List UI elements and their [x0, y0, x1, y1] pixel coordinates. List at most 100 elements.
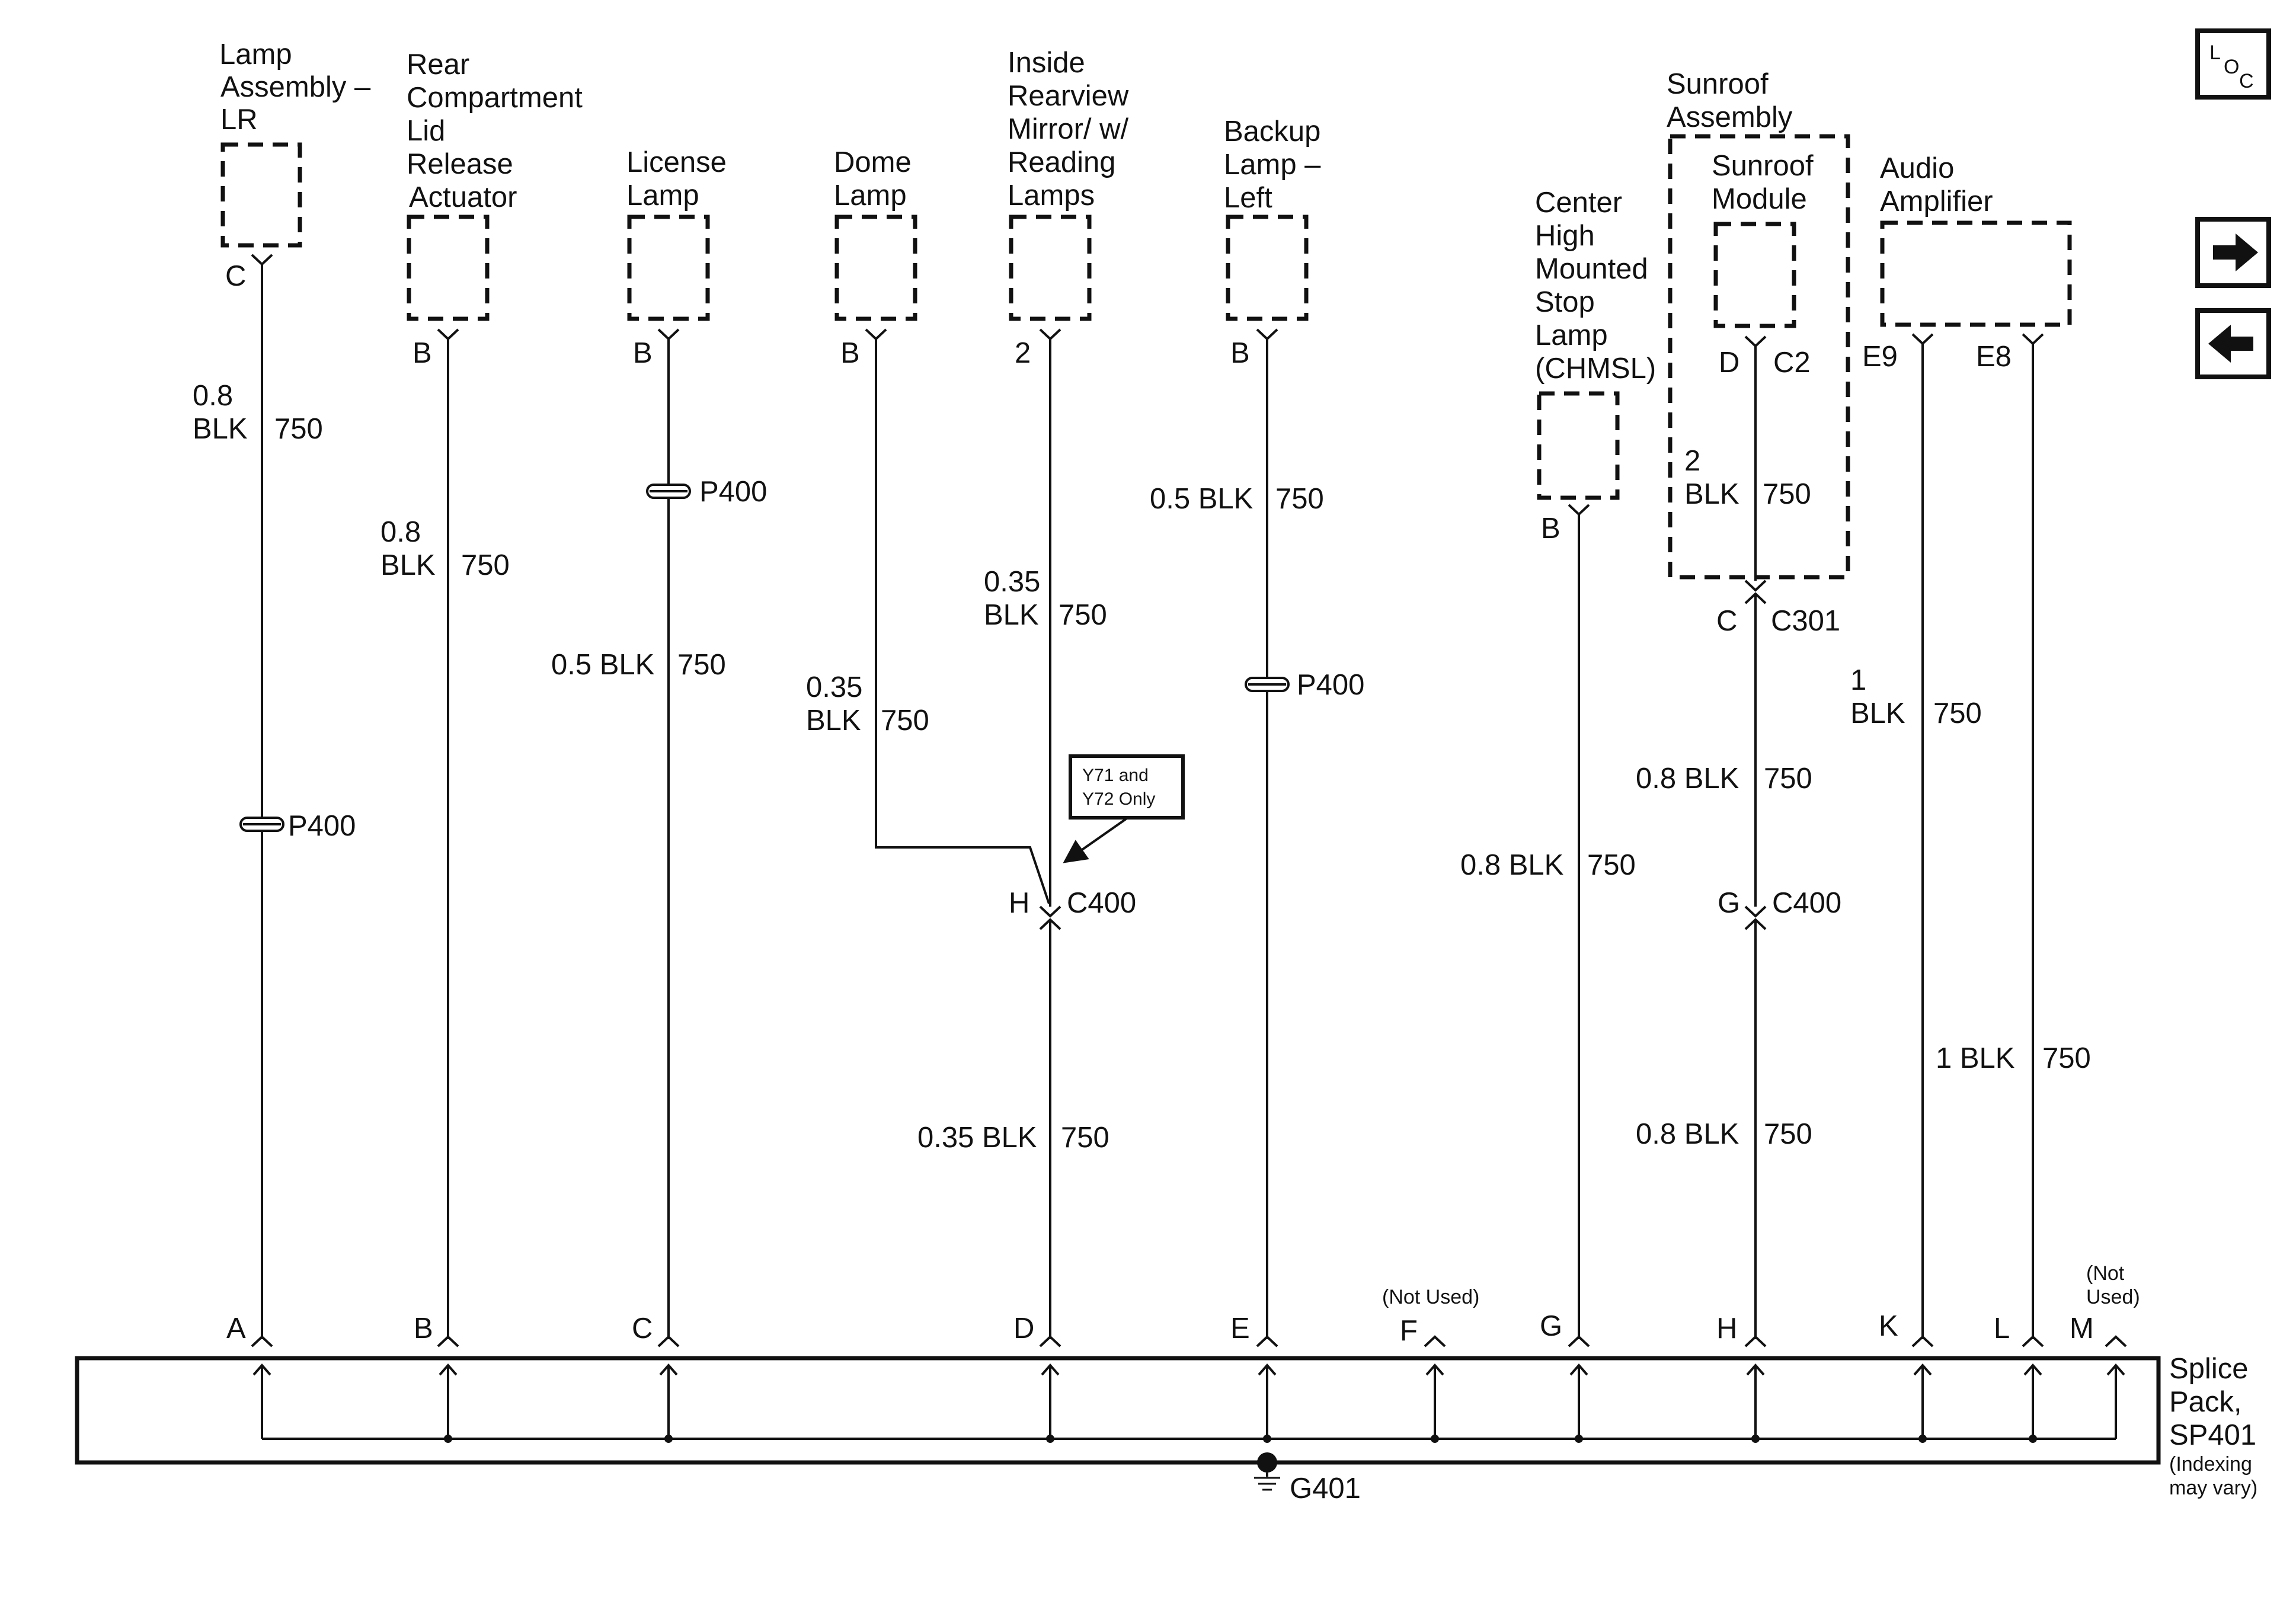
splice-pin-label-f: F [1400, 1315, 1418, 1347]
mirror-label: Inside Rearview Mirror/ w/ Reading Lamps [1008, 47, 1137, 212]
c400-label-sunroof: C400 [1772, 887, 1841, 919]
wire-license-lamp [657, 328, 680, 1339]
wire-label-sunroof-lower: 0.8 BLK 750 [1636, 1118, 1812, 1150]
ground-label: G401 [1290, 1473, 1361, 1505]
c301-pin-sunroof: C [1716, 605, 1737, 637]
not-used-f: (Not Used) [1382, 1286, 1479, 1308]
wire-dome-lamp [865, 328, 1050, 904]
splice-pin-e [1256, 1335, 1278, 1439]
splice-pin-label-c: C [632, 1313, 653, 1345]
svg-text:O: O [2224, 56, 2239, 78]
audio-amplifier-label: Audio Amplifier [1880, 152, 1993, 217]
wire-label-mirror-lower: 0.35 BLK 750 [917, 1122, 1109, 1154]
splice-pin-label-e: E [1230, 1313, 1250, 1345]
splice-pin-g [1568, 1335, 1590, 1439]
splice-pin-label-h: H [1716, 1313, 1737, 1345]
splice-pin-label-d: D [1013, 1313, 1034, 1345]
lamp-lr-box [220, 142, 302, 248]
c301-label: C301 [1771, 605, 1840, 637]
pin-license-lamp: B [633, 337, 653, 369]
arrow-left-icon[interactable] [2195, 308, 2271, 379]
wire-label-chmsl: 0.8 BLK 750 [1460, 849, 1636, 881]
inline-connector-p400-lamp-lr [239, 817, 284, 832]
pin-dome-lamp: B [840, 337, 860, 369]
wire-label-license: 0.5 BLK 750 [551, 649, 726, 681]
wire-label-audio-e8: 1 BLK 750 [1936, 1042, 2091, 1074]
dome-lamp-box [834, 215, 917, 321]
wire-rear-lid [437, 328, 459, 1339]
splice-pin-k [1911, 1335, 1934, 1439]
splice-pin-label-g: G [1540, 1310, 1562, 1342]
splice-pin-b [437, 1335, 459, 1439]
pin-mirror: 2 [1015, 337, 1031, 369]
splice-pin-f [1424, 1335, 1446, 1439]
not-used-m: (Not Used) [2086, 1262, 2140, 1308]
wire-lamp-lr [251, 254, 273, 1339]
splice-pin-a [251, 1335, 273, 1439]
c400-pin-sunroof: G [1718, 887, 1740, 919]
pin-audio-e8: E8 [1976, 341, 2012, 373]
c400-label-mirror: C400 [1067, 887, 1136, 919]
chmsl-label: Center High Mounted Stop Lamp (CHMSL) [1535, 187, 1656, 385]
wire-label-sunroof-middle: 0.8 BLK 750 [1636, 763, 1812, 795]
pin-chmsl: B [1541, 513, 1560, 545]
sunroof-assembly-label: Sunroof Assembly [1667, 68, 1793, 133]
rear-lid-box [407, 215, 490, 321]
svg-text:C: C [2239, 70, 2254, 92]
backup-lamp-box [1226, 215, 1309, 321]
splice-pin-c [657, 1335, 680, 1439]
ground-symbol [1254, 1452, 1280, 1491]
license-lamp-label: License Lamp [626, 146, 735, 212]
splice-pack-title: Splice Pack, SP401 [2169, 1353, 2256, 1451]
sunroof-module-label: Sunroof Module [1712, 150, 1821, 215]
wire-audio-e8 [2022, 333, 2044, 1339]
svg-text:L: L [2209, 41, 2221, 64]
wire-backup-lamp [1256, 328, 1278, 1339]
pin-audio-e9: E9 [1862, 341, 1898, 373]
wire-label-mirror-upper: 0.35 BLK 750 [984, 566, 1107, 631]
sunroof-assembly-box [1668, 134, 1850, 580]
splice-pin-d [1039, 1335, 1061, 1439]
chmsl-box [1537, 391, 1620, 500]
audio-amplifier-box [1880, 220, 2072, 327]
p400-label-license: P400 [699, 476, 767, 508]
inline-connector-p400-backup [1245, 677, 1290, 692]
splice-pin-h [1744, 1335, 1767, 1439]
wire-label-rear-lid: 0.8 BLK 750 [380, 516, 510, 581]
loc-icon[interactable]: L O C [2195, 28, 2271, 100]
backup-lamp-label: Backup Lamp – Left [1224, 116, 1329, 214]
wire-label-lamp-lr: 0.8 BLK 750 [193, 380, 323, 445]
license-lamp-box [627, 215, 710, 321]
pin-lamp-lr: C [225, 260, 246, 292]
pin-rear-lid: B [412, 337, 432, 369]
wire-label-audio-e9: 1 BLK 750 [1850, 664, 1982, 729]
splice-pin-m [2105, 1335, 2127, 1439]
splice-pin-label-b: B [414, 1313, 433, 1345]
option-note-text: Y71 and Y72 Only [1082, 766, 1155, 809]
pin-sunroof-d: D [1719, 347, 1739, 379]
splice-pin-label-k: K [1879, 1310, 1898, 1342]
c400-pin-mirror: H [1009, 887, 1029, 919]
wire-chmsl [1568, 504, 1590, 1339]
mirror-box [1009, 215, 1092, 321]
wire-audio-e9 [1911, 333, 1934, 1339]
arrow-right-icon[interactable] [2195, 217, 2271, 288]
sunroof-module-box [1713, 222, 1796, 328]
wire-sunroof [1744, 335, 1767, 1339]
lamp-lr-label: Lamp Assembly – LR [219, 39, 379, 136]
splice-pin-l [2022, 1335, 2044, 1439]
splice-pack-note: (Indexing may vary) [2169, 1453, 2257, 1499]
dome-lamp-label: Dome Lamp [834, 146, 919, 212]
splice-pin-label-m: M [2070, 1313, 2094, 1345]
pin-backup-lamp: B [1230, 337, 1250, 369]
option-note: Y71 and Y72 Only [1063, 754, 1185, 863]
inline-connector-p400-license [646, 484, 691, 499]
wire-label-dome: 0.35 BLK 750 [806, 671, 929, 737]
pin-sunroof-c2: C2 [1773, 347, 1811, 379]
splice-junction-dots [444, 1435, 2037, 1443]
wire-label-sunroof-internal: 2 BLK 750 [1684, 445, 1811, 510]
p400-label-backup: P400 [1297, 669, 1364, 701]
wire-mirror [1039, 328, 1061, 1339]
rear-lid-label: Rear Compartment Lid Release Actuator [407, 49, 590, 213]
